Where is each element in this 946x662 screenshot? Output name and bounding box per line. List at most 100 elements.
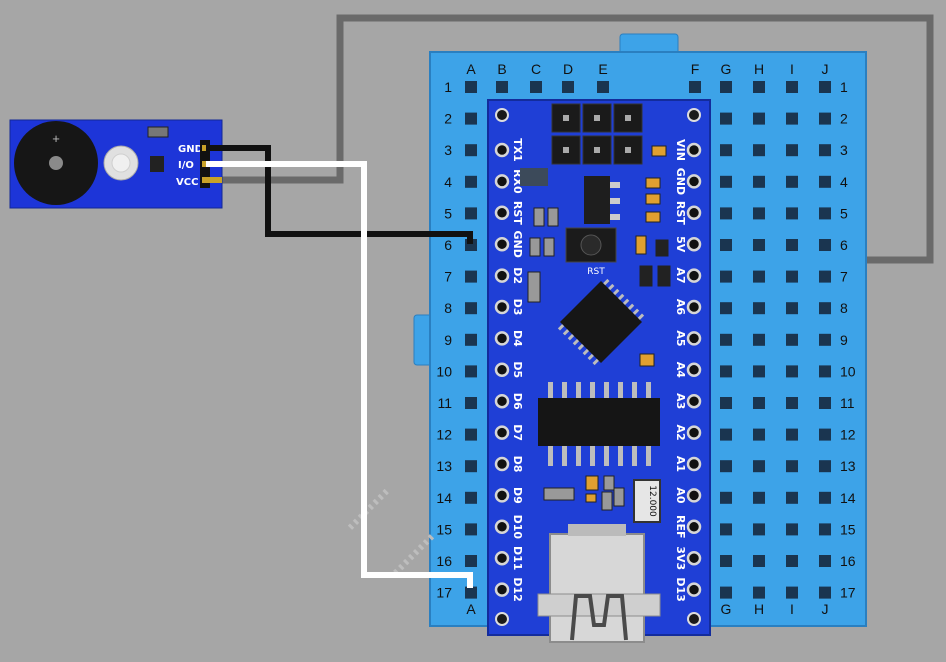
row-label: 2 bbox=[840, 111, 848, 127]
mcu-lead bbox=[627, 303, 635, 310]
mcu-lead bbox=[417, 544, 425, 551]
row-label: 3 bbox=[444, 142, 452, 158]
mcu-lead bbox=[592, 358, 599, 366]
nano-mount-hole bbox=[495, 612, 509, 626]
arduino-nano: TX1RX0RSTGNDD2D3D4D5D6D7D8D9D10D11D12VIN… bbox=[347, 99, 711, 643]
breadboard-hole bbox=[465, 555, 477, 567]
column-label: I bbox=[790, 61, 794, 77]
mcu-lead bbox=[622, 298, 630, 306]
usb-connector[interactable] bbox=[537, 524, 661, 643]
row-label: 14 bbox=[436, 490, 452, 506]
nano-pin-label: VIN bbox=[674, 139, 687, 161]
mcu-lead bbox=[372, 498, 379, 506]
nano-pin bbox=[494, 425, 510, 440]
icsp-pin-center bbox=[594, 115, 600, 121]
breadboard-hole bbox=[496, 81, 508, 93]
breadboard-hole bbox=[786, 239, 798, 251]
nano-pin bbox=[494, 331, 510, 346]
row-label: 3 bbox=[840, 142, 848, 158]
module-pin-label-io: I/O bbox=[178, 160, 194, 171]
breadboard-hole bbox=[819, 586, 831, 599]
smd-component bbox=[645, 211, 661, 223]
reset-label: RST bbox=[587, 267, 605, 277]
breadboard-hole bbox=[720, 81, 732, 93]
row-label: 8 bbox=[444, 300, 452, 316]
reset-button-cap bbox=[580, 234, 602, 256]
breadboard-hole bbox=[753, 428, 765, 441]
mcu-lead bbox=[403, 558, 410, 566]
chip-lead bbox=[604, 446, 609, 466]
mcu-lead bbox=[382, 488, 389, 496]
breadboard-hole bbox=[786, 428, 798, 441]
breadboard-hole bbox=[465, 586, 477, 599]
row-label: 4 bbox=[840, 174, 848, 190]
breadboard-hole bbox=[720, 112, 732, 125]
regulator-pin bbox=[610, 182, 620, 188]
breadboard-hole bbox=[786, 175, 798, 188]
mcu-lead bbox=[603, 278, 610, 286]
nano-pin bbox=[494, 142, 510, 158]
nano-pin bbox=[686, 331, 702, 346]
breadboard-hole bbox=[819, 460, 831, 473]
mcu-lead bbox=[427, 534, 435, 541]
breadboard-hole bbox=[819, 491, 831, 504]
breadboard-hole bbox=[720, 586, 732, 599]
nano-pin-label: D6 bbox=[511, 393, 524, 410]
breadboard-hole bbox=[786, 144, 798, 157]
voltage-regulator bbox=[584, 176, 610, 224]
column-label: J bbox=[822, 61, 829, 77]
row-label: 7 bbox=[840, 269, 848, 285]
icsp-pin-center bbox=[594, 147, 600, 153]
chip-lead bbox=[646, 382, 651, 398]
smd-component bbox=[651, 145, 667, 157]
breadboard-hole bbox=[819, 302, 831, 315]
breadboard-hole bbox=[465, 523, 477, 536]
breadboard-hole bbox=[465, 175, 477, 188]
nano-pin bbox=[686, 205, 702, 221]
breadboard-hole bbox=[720, 207, 732, 220]
breadboard-hole bbox=[465, 81, 477, 93]
chip-lead bbox=[632, 446, 637, 466]
smd-component bbox=[527, 271, 541, 303]
breadboard-hole bbox=[819, 239, 831, 251]
nano-pin-label: D2 bbox=[511, 267, 524, 284]
row-label: 13 bbox=[436, 458, 452, 474]
chip-lead bbox=[548, 446, 553, 466]
breadboard-hole bbox=[819, 428, 831, 441]
breadboard-hole bbox=[753, 270, 765, 283]
mcu-lead bbox=[352, 518, 360, 525]
mcu-lead bbox=[577, 343, 585, 351]
column-label: H bbox=[754, 61, 764, 77]
nano-pin bbox=[686, 550, 702, 566]
nano-pin bbox=[494, 488, 510, 503]
column-label: J bbox=[822, 601, 829, 617]
breadboard-hole bbox=[753, 397, 765, 409]
nano-pin bbox=[494, 519, 510, 535]
chip-lead bbox=[646, 446, 651, 466]
mcu-lead bbox=[422, 539, 430, 546]
breadboard-hole bbox=[819, 397, 831, 409]
nano-pin-label: A5 bbox=[674, 330, 687, 346]
breadboard-hole bbox=[597, 81, 609, 93]
smd-component bbox=[585, 475, 599, 491]
smd-component bbox=[657, 265, 671, 287]
row-label: 8 bbox=[840, 300, 848, 316]
row-label: 9 bbox=[444, 332, 452, 348]
smd-component bbox=[533, 207, 545, 227]
mcu-lead bbox=[567, 334, 575, 341]
breadboard-hole bbox=[753, 239, 765, 251]
mcu-lead bbox=[613, 288, 620, 296]
mcu-lead bbox=[407, 553, 415, 561]
mcu-lead bbox=[572, 338, 580, 346]
breadboard-hole bbox=[530, 81, 542, 93]
smd-component bbox=[603, 475, 615, 491]
breadboard-hole bbox=[786, 112, 798, 125]
mcu-lead bbox=[632, 308, 640, 315]
nano-pin bbox=[686, 425, 702, 440]
breadboard-hole bbox=[465, 112, 477, 125]
breadboard-hole bbox=[819, 555, 831, 567]
nano-pin-label: REF bbox=[674, 515, 687, 539]
breadboard-hole bbox=[753, 81, 765, 93]
breadboard-hole bbox=[465, 144, 477, 157]
